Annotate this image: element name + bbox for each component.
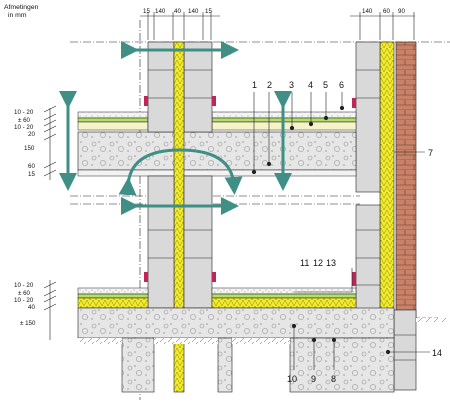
inner-wall-upper	[355, 41, 381, 193]
callout-1: 1	[252, 80, 257, 90]
left-dim-4: 20	[28, 131, 35, 138]
party-wall-right-upper	[183, 41, 213, 133]
crawlspace-ground-3	[232, 338, 290, 344]
left-dim-10: 10 - 20	[14, 297, 34, 304]
ceiling-finish-upper	[77, 169, 357, 177]
right-dim-2: 60	[383, 8, 390, 15]
left-dim-7: 15	[28, 171, 35, 178]
crawlspace-ground-2	[154, 338, 218, 344]
fill-layer-left	[77, 121, 149, 131]
left-dim-3: 10 - 20	[14, 124, 34, 131]
callout-13: 13	[326, 258, 336, 268]
callout-12: 12	[313, 258, 323, 268]
right-dimension-line	[350, 12, 415, 40]
callout-10: 10	[287, 374, 297, 384]
floor-slab-upper	[77, 131, 357, 171]
party-wall-left-lower	[147, 175, 175, 309]
crawlspace-ground-1	[78, 338, 122, 344]
foundation-block	[393, 309, 417, 391]
inner-wall-joints	[356, 69, 380, 286]
right-dim-3: 90	[398, 8, 405, 15]
ground-floor-slab	[77, 307, 395, 339]
callout-2: 2	[267, 80, 272, 90]
brick-facade	[395, 41, 417, 323]
left-dim-5: 150	[24, 145, 35, 152]
right-dim-1: 140	[362, 8, 373, 15]
acoustic-lower-right	[211, 293, 357, 299]
screed-lower-left	[77, 287, 149, 295]
top-dim-2: 140	[155, 8, 166, 15]
party-wall-joints	[148, 69, 212, 259]
left-dim-12: ± 150	[20, 320, 36, 327]
left-dim-9: ± 60	[18, 290, 31, 297]
top-dim-3: 40	[174, 8, 181, 15]
left-dim-8: 10 - 20	[14, 282, 34, 289]
top-dim-4: 140	[188, 8, 199, 15]
foundation-beam-left	[121, 337, 155, 393]
callout-leaders	[251, 92, 430, 370]
foundation-beam-mid	[217, 337, 233, 393]
left-dim-2: ± 60	[18, 117, 31, 124]
top-dim-1: 15	[143, 8, 150, 15]
top-dim-5: 15	[205, 8, 212, 15]
callout-11: 11	[300, 258, 309, 268]
party-wall-left-upper	[147, 41, 175, 133]
header-subtitle: in mm	[8, 12, 27, 19]
acoustic-lower-left	[77, 293, 149, 299]
edge-seals	[144, 96, 356, 286]
acoustic-layer-left	[77, 117, 149, 123]
screed-left	[77, 111, 149, 119]
callout-14: 14	[432, 348, 442, 358]
callout-9: 9	[311, 374, 316, 384]
callout-3: 3	[289, 80, 294, 90]
ground-surface	[416, 318, 446, 322]
inner-wall-lower	[355, 204, 381, 311]
left-dim-11: 40	[28, 304, 35, 311]
callout-5: 5	[323, 80, 328, 90]
header-title: Afmetingen	[4, 4, 39, 11]
left-dim-1: 10 - 20	[14, 109, 34, 116]
sound-arrows	[59, 41, 292, 215]
insulation-lower-right	[211, 297, 357, 309]
callout-8: 8	[331, 374, 336, 384]
foundation-beam-right	[289, 337, 395, 393]
left-dim-6: 60	[28, 163, 35, 170]
insulation-lower-left	[77, 297, 149, 309]
top-dimension-line	[140, 12, 220, 40]
callout-6: 6	[339, 80, 344, 90]
screed-lower-right	[211, 287, 357, 295]
callout-4: 4	[308, 80, 313, 90]
callout-7: 7	[428, 148, 433, 158]
party-wall-right-lower	[183, 175, 213, 309]
